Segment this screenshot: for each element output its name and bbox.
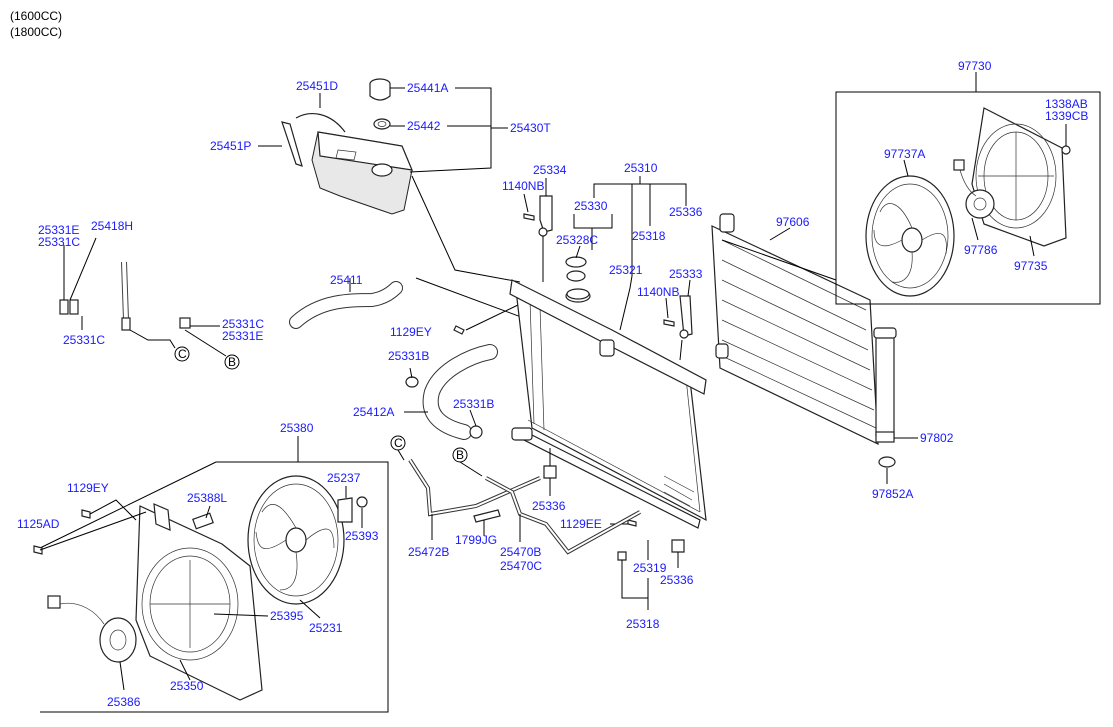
label-25470B: 25470B xyxy=(500,545,541,559)
label-25388L: 25388L xyxy=(187,491,227,505)
bolt-1338ab xyxy=(1061,145,1071,155)
condenser-motor-97786 xyxy=(953,159,995,219)
label-25350: 25350 xyxy=(170,679,204,693)
label-25451P: 25451P xyxy=(210,139,251,153)
label-25411: 25411 xyxy=(330,273,363,287)
label-25318-a: 25318 xyxy=(632,229,666,243)
label-25321: 25321 xyxy=(609,263,643,277)
label-97735: 97735 xyxy=(1014,259,1048,273)
variant-1600cc: (1600CC) xyxy=(10,9,62,23)
lower-hose-25412a xyxy=(422,344,498,440)
label-1799JG: 1799JG xyxy=(455,533,497,547)
label-97737A: 97737A xyxy=(884,147,925,161)
label-25393: 25393 xyxy=(345,529,379,543)
variant-1800cc: (1800CC) xyxy=(10,25,62,39)
callout-c-lines-label: C xyxy=(394,436,403,450)
mount-25336-center xyxy=(543,465,557,479)
label-1125AD: 1125AD xyxy=(17,517,60,531)
label-97802: 97802 xyxy=(920,431,954,445)
label-25442: 25442 xyxy=(407,119,441,133)
callout-c-left xyxy=(174,346,190,362)
reservoir-tank xyxy=(281,113,413,215)
label-25331C-c: 25331C xyxy=(222,317,264,331)
label-1338AB: 1338AB xyxy=(1045,97,1088,111)
fan-motor-25386 xyxy=(47,595,137,663)
oil-cooler-lines xyxy=(408,458,641,555)
radiator xyxy=(509,279,707,529)
label-97730: 97730 xyxy=(958,59,992,73)
label-1129EE: 1129EE xyxy=(560,517,602,531)
bracket-25334 xyxy=(539,195,553,233)
label-25331E-a: 25331E xyxy=(38,223,79,237)
label-25386: 25386 xyxy=(107,695,141,709)
condenser-97606 xyxy=(711,213,879,445)
label-25451D: 25451D xyxy=(296,79,338,93)
label-25336-a: 25336 xyxy=(669,205,703,219)
cap-97852a xyxy=(878,456,896,468)
fan-blade-25231 xyxy=(247,475,345,605)
clamp-25331b-lower xyxy=(469,425,483,439)
callout-b-left xyxy=(224,354,240,370)
fan-shroud-25350 xyxy=(135,503,263,701)
label-1129EY-b: 1129EY xyxy=(67,481,109,495)
label-25331C-b: 25331C xyxy=(63,333,105,347)
label-25237: 25237 xyxy=(327,471,361,485)
label-25310: 25310 xyxy=(624,161,658,175)
label-25331E-b: 25331E xyxy=(222,329,263,343)
upper-hose-25411 xyxy=(289,281,403,329)
label-25412A: 25412A xyxy=(353,405,394,419)
nut-25393 xyxy=(356,496,368,508)
label-97786: 97786 xyxy=(964,243,998,257)
label-25319: 25319 xyxy=(633,561,667,575)
label-1140NB-a: 1140NB xyxy=(502,179,544,193)
label-25418H: 25418H xyxy=(91,219,133,233)
label-25395: 25395 xyxy=(270,609,304,623)
label-97606: 97606 xyxy=(776,215,810,229)
label-plate-25388l xyxy=(192,512,214,530)
mount-25336-right xyxy=(671,539,685,553)
label-25470C: 25470C xyxy=(500,559,542,573)
label-25331B-b: 25331B xyxy=(453,397,494,411)
label-1339CB: 1339CB xyxy=(1045,109,1088,123)
label-25328C: 25328C xyxy=(556,233,598,247)
condenser-shroud-97735 xyxy=(971,107,1067,247)
label-25330: 25330 xyxy=(574,199,608,213)
label-25380: 25380 xyxy=(280,421,314,435)
bolt-1129ey xyxy=(81,509,91,519)
callout-b-left-label: B xyxy=(228,355,236,369)
label-25333: 25333 xyxy=(669,267,703,281)
clamp-25331b-upper xyxy=(405,376,419,388)
label-97852A: 97852A xyxy=(872,487,913,501)
label-25331B-a: 25331B xyxy=(388,349,429,363)
label-25318-b: 25318 xyxy=(626,617,660,631)
label-25336-b: 25336 xyxy=(532,499,566,513)
label-25441A: 25441A xyxy=(407,81,448,95)
bracket-25333 xyxy=(679,295,693,337)
label-25334: 25334 xyxy=(533,163,567,177)
callout-b-lines-label: B xyxy=(456,448,464,462)
reservoir-cap xyxy=(369,78,391,130)
bolt-1125ad xyxy=(33,545,43,555)
label-25331C-a: 25331C xyxy=(38,235,80,249)
condenser-fan-97737a xyxy=(865,175,955,297)
label-25472B: 25472B xyxy=(408,545,449,559)
receiver-drier-97802 xyxy=(873,327,897,443)
label-25336-c: 25336 xyxy=(660,573,694,587)
label-25231: 25231 xyxy=(309,621,343,635)
label-1129EY-a: 1129EY xyxy=(390,325,432,339)
callout-c-left-label: C xyxy=(178,347,187,361)
label-25430T: 25430T xyxy=(510,121,551,135)
label-1140NB-b: 1140NB xyxy=(637,285,679,299)
hose-25418h xyxy=(59,258,191,331)
clip-25237 xyxy=(337,497,353,523)
radiator-cap-25328c xyxy=(565,256,587,268)
